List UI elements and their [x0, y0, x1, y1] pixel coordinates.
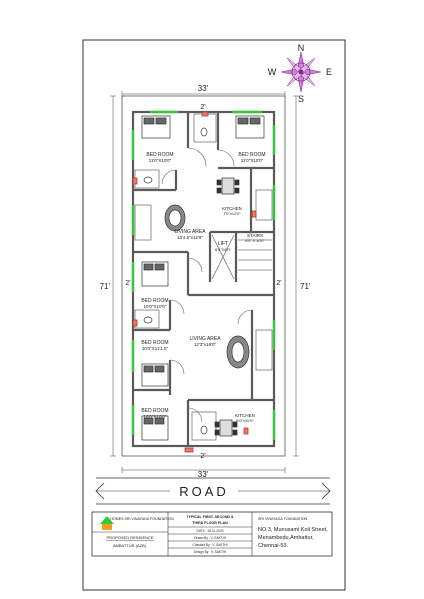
road-label: ROAD	[179, 484, 229, 499]
company-name: HOMES SRI VINAYAGA FOUNDATION	[110, 517, 174, 521]
lower-unit-labels: BED ROOM 10'0"X10'0" BED ROOM 10'0"X11'1…	[141, 298, 255, 423]
lift-name: LIFT	[218, 241, 228, 247]
kitchen-upper-size: 7'0"x12'0"	[223, 211, 241, 216]
compass-w-label: W	[268, 67, 277, 77]
rear-setback-label: 2'	[200, 104, 205, 111]
living-lower-name: LIVING AREA	[189, 336, 221, 342]
bed-lower-3	[141, 415, 169, 441]
toilet-fixtures	[143, 127, 208, 435]
kitchen-lower-name: KITCHEN	[235, 413, 255, 418]
left-depth-label: 71'	[100, 282, 111, 291]
drawing-frame	[82, 39, 346, 591]
project-name: PROPOSED RESIDENCE	[106, 535, 153, 540]
right-depth-label: 71'	[300, 282, 311, 291]
right-setback-label: 2'	[276, 280, 281, 287]
compass-rose: N E S W	[268, 43, 332, 104]
windows	[131, 110, 276, 440]
compass-center	[298, 69, 304, 75]
living-lower-size: 12'3"x18'0"	[194, 342, 217, 347]
address-line1: NO.3, Munusami Koil Street,	[258, 527, 328, 533]
bedroom-upper-right-name: BED ROOM	[238, 152, 265, 158]
doors	[132, 111, 257, 453]
lift-size: 6'0"X6'0"	[215, 247, 232, 252]
top-width-label: 33'	[198, 84, 209, 93]
bedroom-upper-right-size: 11'0"X10'0"	[241, 158, 264, 163]
bedroom-lower-2-name: BED ROOM	[141, 340, 168, 346]
sofa-set-upper	[164, 204, 186, 232]
bedroom-upper-left-name: BED ROOM	[146, 152, 173, 158]
bed-upper-right	[235, 115, 265, 139]
drawn-by: Drawn By : V. SAKTHI	[194, 536, 226, 540]
front-setback-label: 2'	[200, 453, 205, 460]
title-block: HOMES SRI VINAYAGA FOUNDATION PROPOSED R…	[91, 511, 333, 557]
left-setback-label: 2'	[125, 280, 130, 287]
bed-upper-left	[141, 115, 171, 139]
dining-set-upper	[216, 177, 240, 195]
compass-n-label: N	[298, 43, 305, 53]
bedroom-lower-2-size: 10'0"X11'1.5"	[142, 346, 169, 351]
bedroom-lower-3-size: 10'0"X10'0"	[144, 414, 167, 419]
compass-s-label: S	[298, 94, 304, 104]
plan-title-line2: THIRD FLOOR PLAN	[192, 521, 228, 525]
drawing-date: DATE : 16-11-2020	[197, 529, 224, 533]
bedroom-lower-1-name: BED ROOM	[141, 298, 168, 304]
bottom-width-label: 33'	[198, 470, 209, 479]
kitchen-lower-size: 6'0"x10'0"	[236, 418, 254, 423]
bed-lower-1	[141, 261, 169, 287]
furniture	[141, 115, 265, 441]
bed-lower-2	[141, 363, 169, 387]
bedroom-lower-3-name: BED ROOM	[141, 408, 168, 414]
sofa-set-lower	[226, 335, 250, 369]
firm-name: SRI VINAYAGA FOUNDATION	[258, 517, 308, 521]
project-location: AMBATTUR (AZB).	[113, 543, 147, 548]
design-by: Design By : V. SAKTHI	[194, 550, 226, 554]
address-line2: Menambedu,Ambattur,	[258, 535, 314, 541]
upper-unit-labels: BED ROOM 11'0"X10'0" BED ROOM 11'0"X10'0…	[146, 152, 265, 252]
bedroom-lower-1-size: 10'0"X10'0"	[144, 304, 167, 309]
bedroom-upper-left-size: 11'0"X10'0"	[149, 158, 172, 163]
compass-ring	[291, 62, 311, 82]
plan-title-line1: TYPICAL FIRST, SECOND &	[186, 515, 234, 519]
dining-set-lower	[214, 419, 238, 437]
address-line3: Chennai-53.	[258, 543, 288, 549]
stairs-size: 6'0" X 10'0"	[245, 239, 265, 243]
compass-e-label: E	[326, 67, 332, 77]
stairs-name: STAIRS	[247, 233, 263, 238]
dimension-lines	[110, 91, 299, 473]
living-upper-size: 13'4.5"x12'9"	[177, 235, 203, 240]
checked-by: Checked By : V. SAKTHI	[193, 543, 228, 547]
living-upper-name: LIVING AREA	[174, 229, 206, 235]
door-swings	[161, 147, 253, 423]
plot-boundary	[121, 95, 286, 457]
company-logo	[100, 516, 114, 530]
kitchen-upper-name: KITCHEN	[222, 206, 242, 211]
road-strip: ROAD	[95, 477, 331, 505]
